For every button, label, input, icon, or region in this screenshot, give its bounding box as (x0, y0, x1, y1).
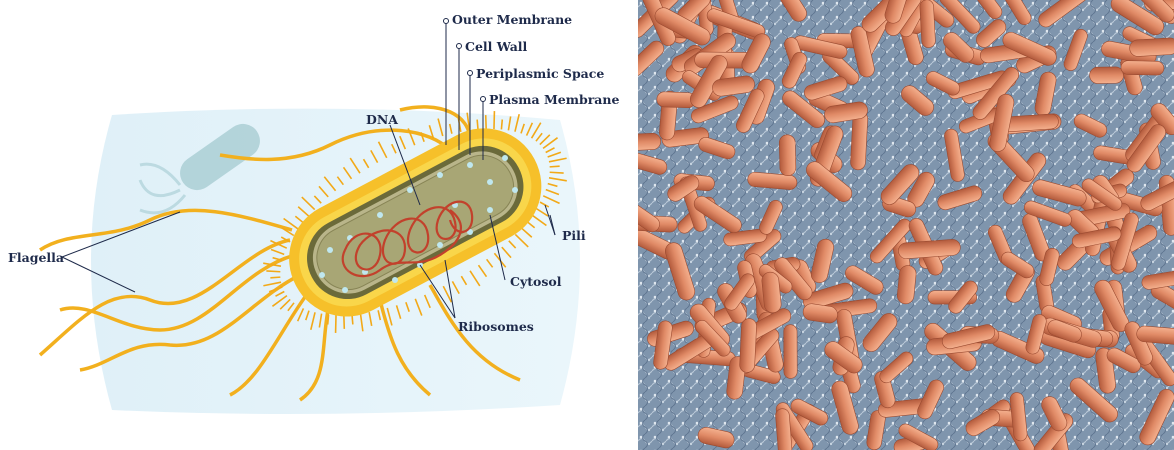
label-ribosomes: Ribosomes (458, 319, 534, 334)
pilus (328, 315, 329, 325)
leader-dots (444, 19, 486, 102)
label-outer-membrane: Outer Membrane (452, 12, 572, 27)
pilus (550, 172, 564, 173)
bacterium-rod (1089, 67, 1123, 84)
label-flagella: Flagella (8, 250, 64, 265)
micrograph-image (638, 0, 1174, 450)
label-pili: Pili (562, 228, 586, 243)
bacterium-rod (779, 135, 796, 176)
label-dna: DNA (366, 112, 398, 127)
pilus (501, 119, 502, 129)
pilus (477, 120, 478, 130)
label-cell-wall: Cell Wall (465, 39, 528, 54)
bacterium-rod (1129, 37, 1174, 56)
label-periplasmic-space: Periplasmic Space (476, 66, 604, 81)
bacterium-rod (920, 0, 936, 48)
label-cytosol: Cytosol (510, 274, 562, 289)
bacterium-rod (739, 318, 757, 373)
bacterium-rod (1121, 61, 1164, 76)
bacterium-rod (784, 325, 798, 379)
pilus (270, 277, 280, 278)
bacterium-rod (657, 92, 696, 108)
pilus (550, 166, 560, 167)
bacterium-diagram: Outer Membrane Cell Wall Periplasmic Spa… (0, 0, 620, 450)
label-plasma-membrane: Plasma Membrane (489, 92, 619, 107)
pilus (266, 271, 280, 272)
